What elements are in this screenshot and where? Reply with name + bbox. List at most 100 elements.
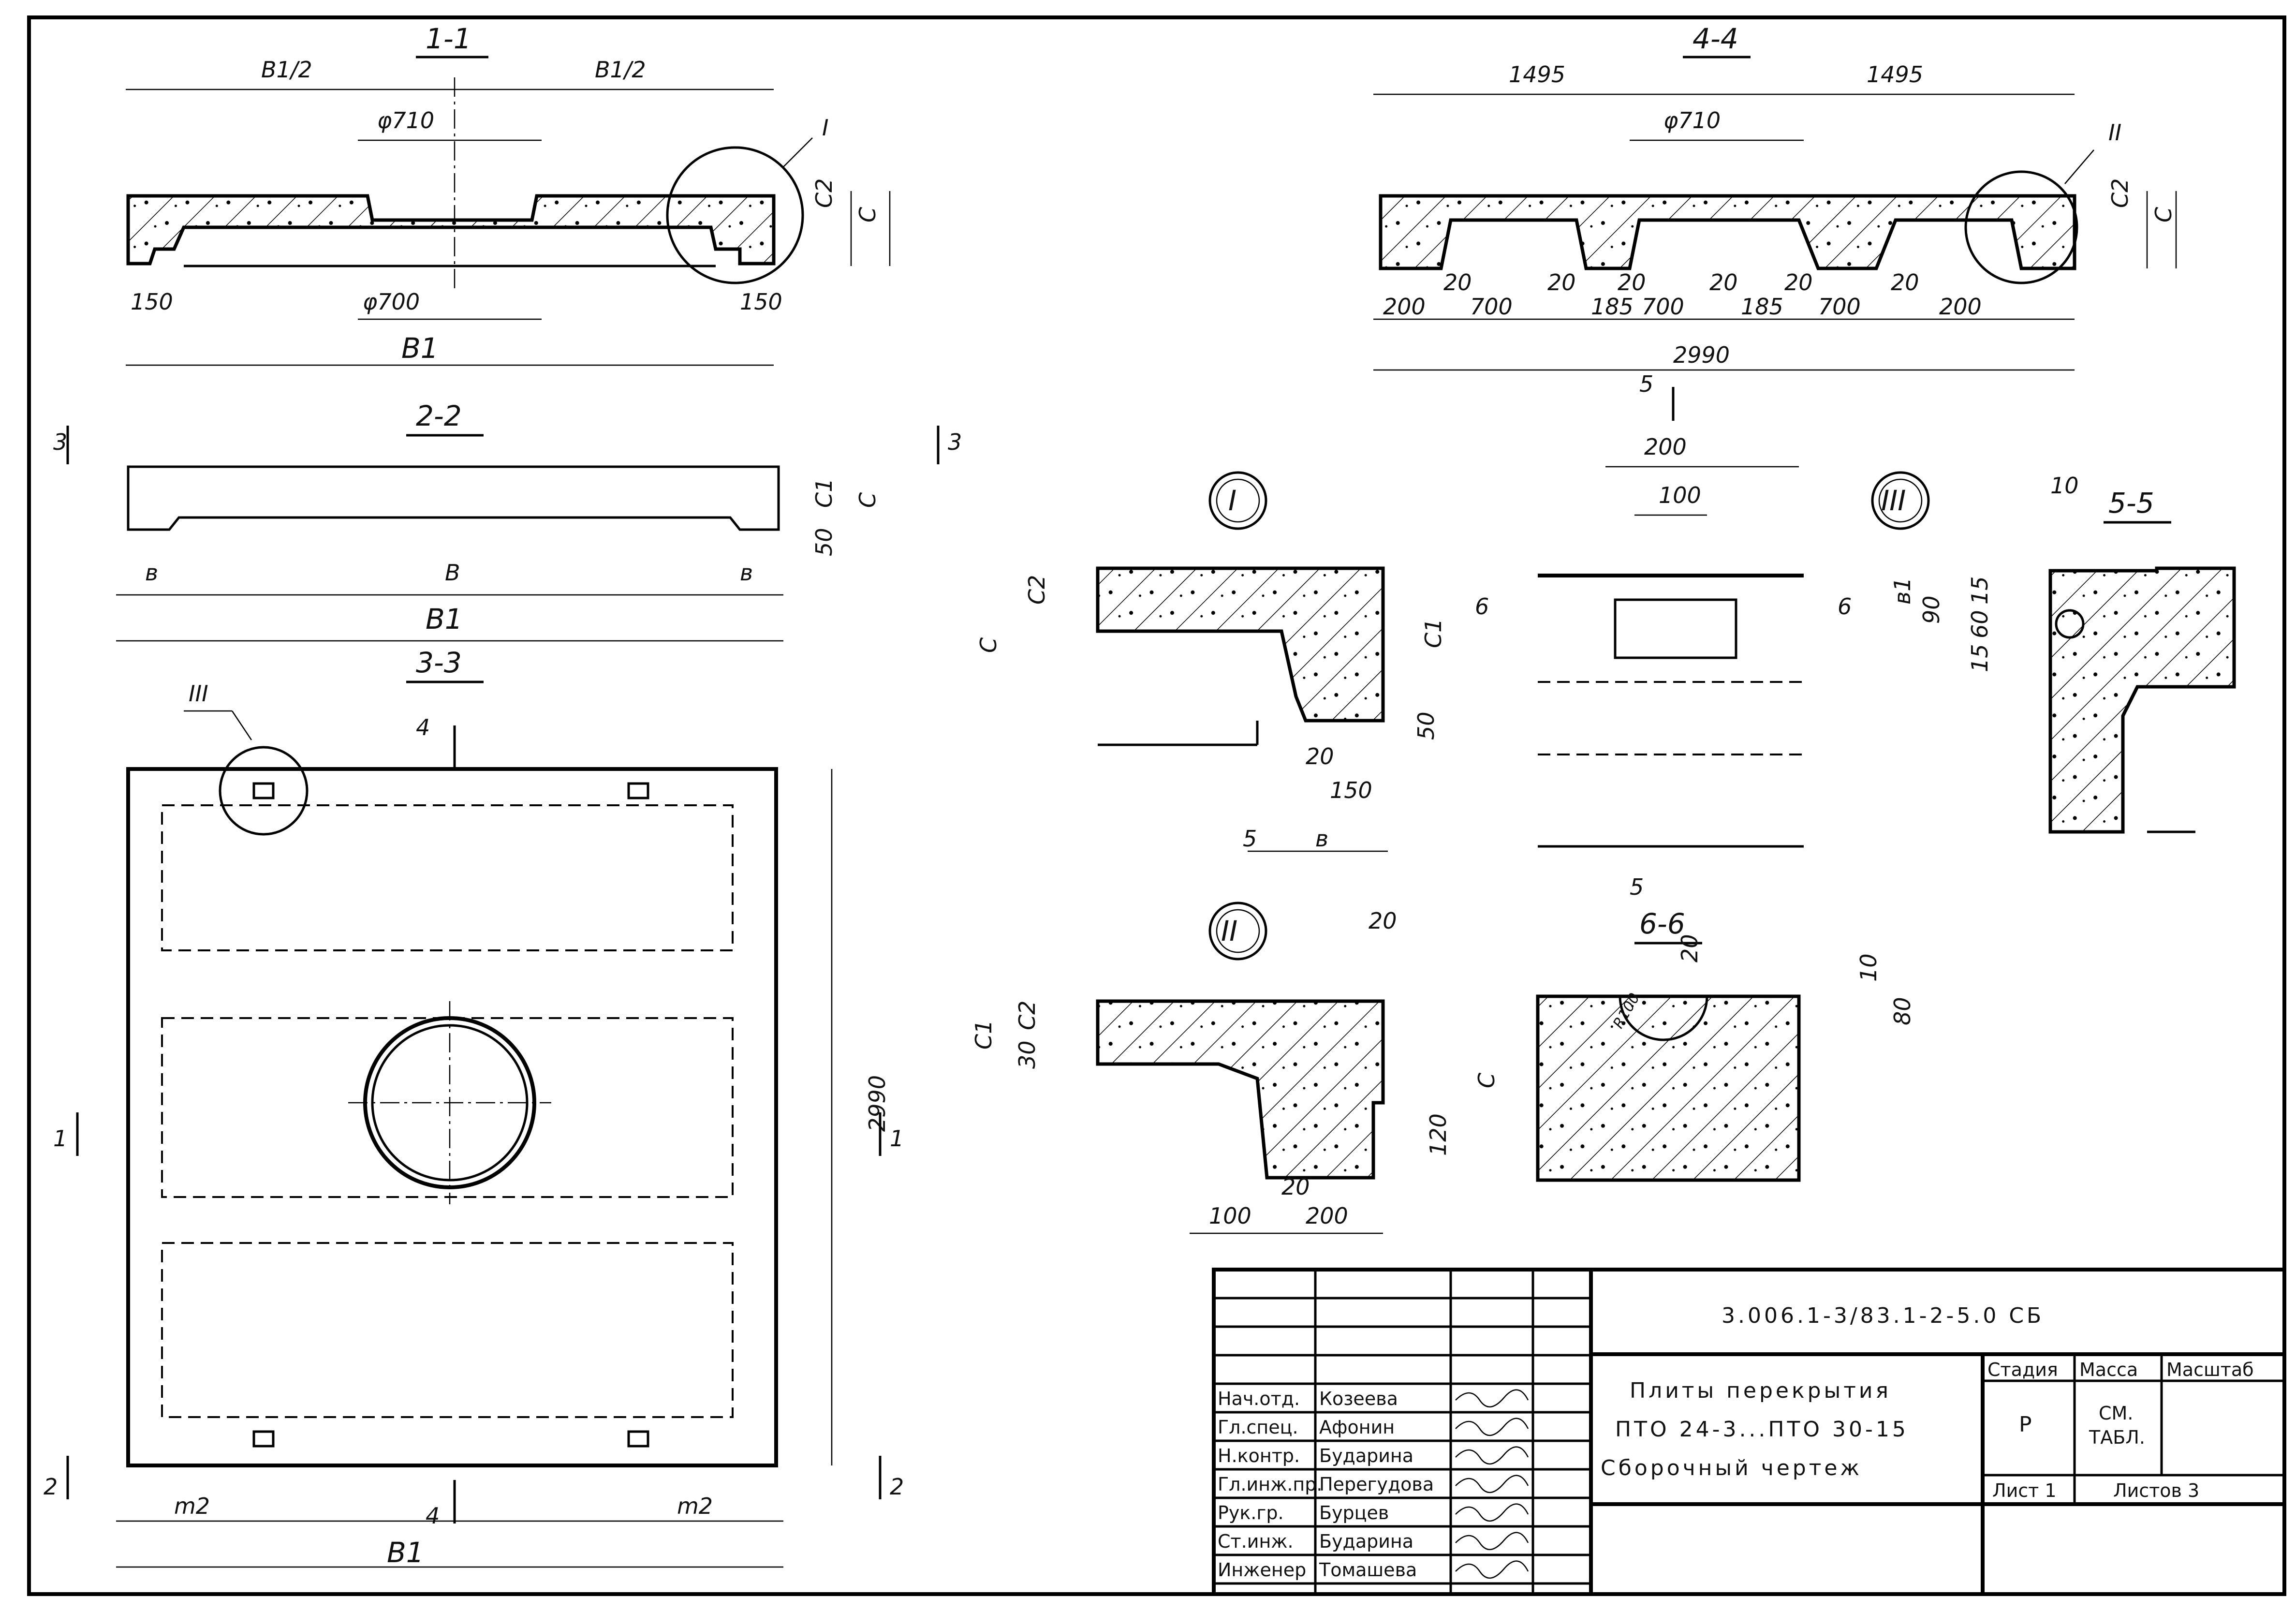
dim-c-b: C	[2150, 207, 2177, 222]
dim-4-4-bottom: 185	[1741, 294, 1783, 320]
detail-I-section	[1096, 566, 1385, 723]
section-2-2: 2-2 3 3 C1 C 50 в B в B1	[53, 399, 962, 642]
callout-circle-II	[1964, 170, 2078, 284]
cut-6-right: 6	[1838, 593, 1852, 620]
dim-detail2-c2: C2	[1014, 1001, 1040, 1030]
role-label: Н.контр.	[1218, 1445, 1300, 1466]
stage-value: Р	[2019, 1412, 2035, 1437]
scale-header: Масштаб	[2166, 1359, 2254, 1380]
role-label: Гл.инж.пр.	[1218, 1474, 1322, 1495]
dim-detail2-c1: C1	[971, 1020, 997, 1050]
callout-label-II: II	[2108, 119, 2121, 146]
mass-value-1: СМ.	[2099, 1403, 2133, 1424]
detail-6-6: 6-6 20 10 80 R100	[1536, 907, 1915, 1182]
dim-1495-right: 1495	[1867, 61, 1923, 88]
half-width-right: B1/2	[595, 57, 646, 83]
dim-detail-c1: C1	[1420, 619, 1446, 648]
dim-c2: C2	[811, 178, 837, 208]
dim-detail-150: 150	[1330, 777, 1372, 803]
dim-edge-right: 150	[740, 289, 782, 315]
dim-4-4-bottom: 20	[1784, 269, 1813, 296]
cut-1-left: 1	[53, 1125, 67, 1152]
doc-code: 3.006.1-3/83.1-2-5.0 СБ	[1722, 1303, 2044, 1328]
dim-edge-left: 150	[131, 289, 173, 315]
dim-4-4-bottom: 20	[1618, 269, 1646, 296]
dim-detail2-120: 120	[1425, 1113, 1451, 1156]
half-width-left: B1/2	[261, 57, 312, 83]
dim-dia-700: φ700	[363, 289, 420, 315]
detail-II-section	[1096, 999, 1385, 1180]
plan-3-3: 3-3 III 4 2990 1 1 2 2 4 m2 m2	[44, 646, 904, 1569]
signature-mark	[1455, 1475, 1529, 1494]
void-panel-3	[161, 1242, 734, 1418]
plan-outline	[126, 767, 778, 1467]
lifting-loop	[627, 1430, 649, 1448]
dim-dia-710: φ710	[377, 107, 434, 133]
dim-detail-c: C	[975, 637, 1001, 653]
dim-4-4-bottom: 700	[1818, 294, 1861, 320]
dim-detail-50: 50	[1413, 711, 1439, 740]
cut-3-left: 3	[53, 429, 67, 455]
dim-d3-15a: 15	[1967, 576, 1993, 605]
dim-b-left: в	[145, 560, 158, 586]
slab-section-4-4	[1379, 194, 2076, 270]
role-name: Бударина	[1319, 1445, 1413, 1466]
role-label: Ст.инж.	[1218, 1531, 1294, 1552]
dim-d3-60: 60	[1967, 610, 1993, 638]
dim-view-100: 100	[1659, 482, 1701, 508]
dim-dia-710-b: φ710	[1663, 107, 1721, 133]
dim-2990: 2990	[864, 1075, 890, 1132]
callout-label-I: I	[822, 115, 829, 141]
dim-2990-b: 2990	[1673, 342, 1730, 368]
dim-4-4-bottom: 200	[1939, 294, 1982, 320]
dim-4-4-bottom: 20	[1709, 269, 1738, 296]
mass-value-2: ТАБЛ.	[2089, 1427, 2145, 1448]
dim-4-4-bottom: 20	[1547, 269, 1576, 296]
sheet-number: Лист 1	[1992, 1480, 2057, 1501]
dim-4-4-bottom: 200	[1383, 294, 1426, 320]
slab-section-2-2	[127, 465, 780, 531]
cut-2-left: 2	[44, 1474, 58, 1500]
dim-4-4-bottom: 20	[1443, 269, 1472, 296]
dim-b-right: в	[740, 560, 753, 586]
dim-detail-b: в	[1315, 826, 1328, 852]
embedded-part	[1614, 598, 1737, 659]
detail-III-title: III	[1881, 484, 1906, 517]
role-name: Афонин	[1319, 1417, 1395, 1438]
dim-detail-20: 20	[1306, 743, 1334, 769]
signature-mark	[1455, 1446, 1529, 1465]
cut-5-bottom: 5	[1630, 874, 1644, 900]
lifting-loop	[627, 782, 649, 799]
void-panel-2	[161, 1017, 734, 1198]
dim-b1: B1	[401, 332, 439, 365]
sheet-count: Листов 3	[2113, 1480, 2199, 1501]
role-label: Гл.спец.	[1218, 1417, 1298, 1438]
dim-detail2-20-top: 20	[1369, 908, 1397, 934]
role-name: Козеева	[1319, 1388, 1398, 1409]
dim-d66-10: 10	[1855, 953, 1882, 982]
signature-mark	[1455, 1532, 1529, 1551]
plan-3-3-title: 3-3	[416, 646, 462, 679]
signature-mark	[1455, 1560, 1529, 1579]
dim-4-4-bottom: 20	[1891, 269, 1919, 296]
dim-view-200: 200	[1644, 434, 1687, 460]
dim-d3-b1: в1	[1889, 577, 1915, 605]
detail-III: III 5-5 10 15 90 60 15 в1	[1871, 471, 2236, 834]
detail-I: I C C2 C1 50 20 150 5 в	[975, 471, 1446, 852]
section-4-4: 4-4 1495 1495 φ710 II C2 C 2002070020185…	[1373, 22, 2177, 371]
role-label: Инженер	[1218, 1559, 1306, 1581]
dim-c-2: C	[854, 492, 881, 508]
dim-c1: C1	[811, 478, 837, 508]
dim-c2-b: C2	[2107, 178, 2133, 208]
stage-header: Стадия	[1987, 1359, 2058, 1380]
dim-m2-right: m2	[677, 1493, 713, 1519]
cut-4-top: 4	[416, 714, 430, 740]
role-label: Нач.отд.	[1218, 1388, 1300, 1409]
detail-view-5-6: 5 200 100 6 6 5	[1475, 371, 1852, 900]
dim-4-4-bottom: 700	[1470, 294, 1513, 320]
slab-section-1-1	[126, 194, 776, 266]
title-line-3: Сборочный чертеж	[1601, 1456, 1862, 1480]
dim-c: C	[854, 207, 881, 222]
